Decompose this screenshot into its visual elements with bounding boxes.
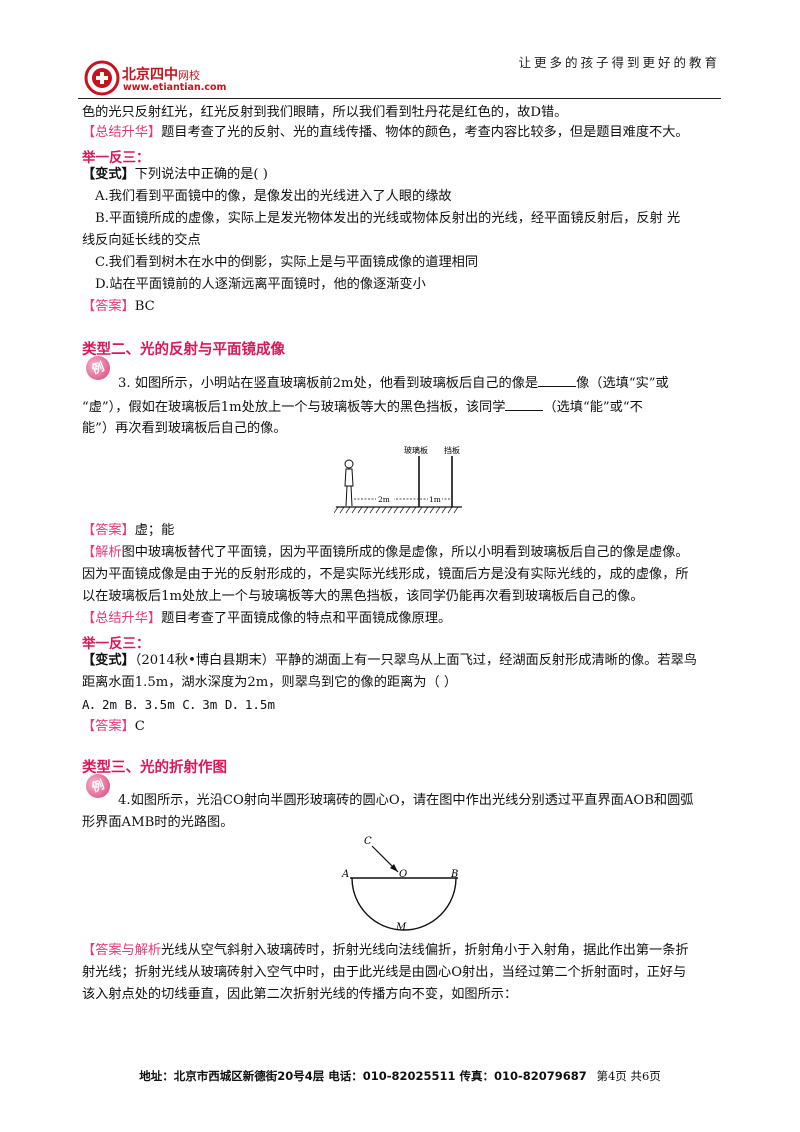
answer-line: 【答案】C — [82, 719, 145, 734]
option-b: B.平面镜所成的虚像，实际上是发光物体发出的光线或物体反射出的光线，经平面镜反射… — [95, 211, 681, 226]
footer-contact: 地址：北京市西城区新德街20号4层 电话：010-82025511 传真：010… — [139, 1069, 587, 1083]
board-label: 挡板 — [444, 445, 460, 455]
header-slogan: 让更多的孩子得到更好的教育 — [518, 55, 720, 70]
section-title: 类型三、光的折射作图 — [82, 760, 227, 776]
option-b-cont: 线反向延长线的交点 — [82, 233, 201, 248]
option-a: A.我们看到平面镜中的像，是像发出的光线进入了人眼的缘故 — [95, 189, 452, 204]
text-line: 色的光只反射红光，红光反射到我们眼睛，所以我们看到牡丹花是红色的，故D错。 — [82, 105, 568, 120]
summary-line: 【总结升华】题目考查了平面镜成像的特点和平面镜成像原理。 — [82, 611, 452, 626]
variant-question: 距离水面1.5m，湖水深度为2m，则翠鸟到它的像的距离为（ ） — [82, 675, 458, 690]
logo-name: 北京四中网校 — [122, 67, 200, 83]
question-line: 3. 如图所示，小明站在竖直玻璃板前2m处，他看到玻璃板后自己的像是像（选填“实… — [118, 376, 669, 391]
label-c: C — [364, 836, 372, 847]
question-line: 能”）再次看到玻璃板后自己的像。 — [82, 421, 287, 436]
answer-analysis-line: 该入射点处的切线垂直，因此第二次折射光线的传播方向不变，如图所示： — [82, 987, 518, 1002]
answer-line: 【答案】BC — [82, 299, 155, 314]
distance-2m: 2m — [378, 495, 390, 504]
label-b: B — [450, 869, 458, 880]
analysis-line: 以在玻璃板后1m处放上一个与玻璃板等大的黑色挡板，该同学仍能再次看到玻璃板后自己… — [82, 589, 644, 604]
section-title: 类型二、光的反射与平面镜成像 — [82, 342, 285, 358]
mirror-diagram: 玻璃板 挡板 2m 1m — [333, 442, 464, 516]
answer-line: 【答案】虚；能 — [82, 523, 175, 538]
label-a: A — [341, 869, 349, 880]
answer-analysis-line: 射光线；折射光线从玻璃砖射入空气中时，由于此光线是由圆心O射出，当经过第二个折射… — [82, 965, 687, 980]
logo-emblem-icon — [84, 60, 120, 96]
question-line: “虚”），假如在玻璃板后1m处放上一个与玻璃板等大的黑色挡板，该同学（选填“能”… — [82, 400, 643, 415]
distance-1m: 1m — [429, 495, 441, 504]
question-line: 形界面AMB时的光路图。 — [82, 815, 234, 830]
label-o: O — [399, 869, 407, 880]
variant-question: 【变式】下列说法中正确的是( ) — [82, 167, 268, 182]
option-d: D.站在平面镜前的人逐渐远离平面镜时，他的像逐渐变小 — [95, 277, 426, 292]
analysis-line: 因为平面镜成像是由于光的反射形成的，不是实际光线形成，镜面后方是没有实际光线的，… — [82, 567, 689, 582]
variant-options: A．2m B．3.5m C．3m D．1.5m — [82, 697, 275, 712]
header-divider — [78, 98, 721, 99]
answer-analysis-line: 【答案与解析光线从空气斜射入玻璃砖时，折射光线向法线偏折，折射角小于入射角，据此… — [82, 943, 689, 958]
variant-question: 【变式】（2014秋•博白县期末）平静的湖面上有一只翠鸟从上面飞过，经湖面反射形… — [82, 653, 697, 668]
page-footer: 地址：北京市西城区新德街20号4层 电话：010-82025511 传真：010… — [0, 1068, 800, 1084]
option-c: C.我们看到树木在水中的倒影，实际上是与平面镜成像的道理相同 — [95, 255, 479, 270]
practice-heading: 举一反三： — [82, 636, 150, 652]
analysis-line: 【解析图中玻璃板替代了平面镜，因为平面镜所成的像是虚像，所以小明看到玻璃板后自己… — [82, 545, 689, 560]
label-m: M — [395, 922, 407, 933]
question-line: 4.如图所示，光沿CO射向半圆形玻璃砖的圆心O，请在图中作出光线分别透过平直界面… — [118, 793, 694, 808]
logo-url: www.etiantian.com — [123, 82, 227, 93]
glass-label: 玻璃板 — [404, 445, 428, 455]
practice-heading: 举一反三： — [82, 150, 150, 166]
semicircle-diagram: C A O B M — [338, 830, 468, 936]
page-number: 第4页 共6页 — [596, 1069, 661, 1083]
summary-line: 【总结升华】题目考查了光的反射、光的直线传播、物体的颜色，考查内容比较多，但是题… — [82, 125, 689, 140]
